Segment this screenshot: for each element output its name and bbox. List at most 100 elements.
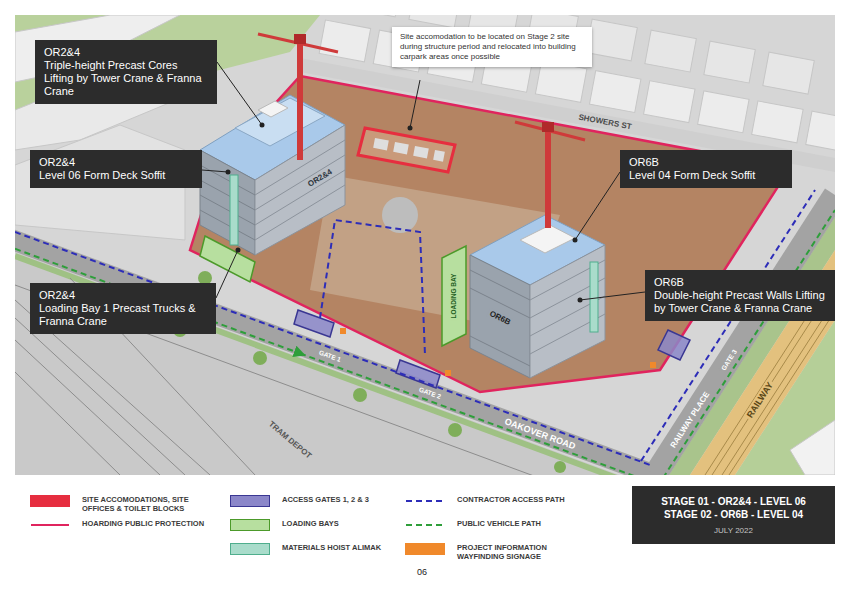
street-name: OAKOVER ROAD	[501, 415, 578, 452]
legend-item: SITE ACCOMODATIONS, SITE OFFICES & TOILE…	[30, 495, 217, 515]
tower-crane	[297, 40, 303, 160]
note-box: Site accomodation to be located on Stage…	[392, 27, 592, 67]
tree	[448, 423, 462, 437]
callout-box-text: Level 04 Form Deck Soffit	[629, 169, 783, 182]
callout-box-text: OR2&4	[39, 289, 207, 302]
legend-swatch	[230, 495, 270, 507]
public-vehicle-path	[300, 353, 640, 475]
legend-swatch	[405, 543, 445, 555]
house	[644, 81, 695, 123]
building-or6b	[530, 245, 605, 378]
legend-swatch	[30, 495, 70, 507]
tram-depot	[15, 340, 160, 475]
callout-box-text: Double-height Precast Walls Lifting by T…	[654, 289, 826, 315]
legend-text: LOADING BAYS	[282, 519, 392, 528]
callout-box: OR6BDouble-height Precast Walls Lifting …	[645, 270, 835, 321]
site-accommodation	[373, 138, 389, 150]
callout-box: OR2&4Level 06 Form Deck Soffit	[30, 150, 202, 188]
gate-label: GATE 2	[416, 385, 444, 401]
legend-text: SITE ACCOMODATIONS, SITE OFFICES & TOILE…	[82, 495, 217, 513]
legend-line-sample	[405, 495, 445, 507]
house	[806, 111, 835, 153]
wayfinding-sign	[650, 362, 656, 368]
street-name: SHOWERS ST	[576, 112, 634, 132]
legend-item: PUBLIC VEHICLE PATH	[405, 519, 577, 539]
legend-line-sample	[30, 519, 70, 531]
hoarding-line	[190, 76, 790, 392]
tree	[353, 388, 367, 402]
house	[645, 30, 696, 72]
contractor-access-path	[320, 220, 425, 355]
callout-box-text: OR2&4	[44, 46, 208, 59]
stage-box-text: JULY 2022	[640, 526, 827, 536]
leader-line	[260, 123, 265, 128]
house	[319, 20, 370, 62]
site-accommodation	[433, 150, 445, 162]
building-or24	[200, 165, 255, 240]
legend-text: HOARDING PUBLIC PROTECTION	[82, 519, 217, 528]
railway-name: RAILWAY	[744, 379, 777, 422]
site-accommodation	[358, 128, 455, 172]
loading-bay	[442, 246, 466, 346]
contractor-access-path	[15, 190, 815, 465]
callout-box-text: OR6B	[654, 276, 826, 289]
building-or6b	[470, 215, 605, 378]
legend-line	[31, 524, 69, 526]
page-number: 06	[415, 567, 429, 577]
legend-item: PROJECT INFORMATION WAYFINDING SIGNAGE	[405, 543, 577, 563]
building-or6b	[470, 270, 530, 366]
leader-line	[217, 62, 262, 125]
railway-tracks	[722, 300, 835, 475]
legend-text: PROJECT INFORMATION WAYFINDING SIGNAGE	[457, 543, 577, 561]
tree	[554, 461, 566, 473]
public-vehicle-path	[15, 249, 300, 354]
legend-line	[406, 500, 444, 502]
contractor-access-path	[15, 232, 650, 465]
gate-label: GATE 1	[316, 348, 344, 364]
leader-line	[408, 126, 413, 131]
building-name: OR6B	[486, 308, 514, 328]
access-gate	[294, 310, 690, 388]
callout-box: OR2&4Loading Bay 1 Precast Trucks & Fran…	[30, 283, 216, 334]
map	[15, 15, 835, 475]
leader-line	[216, 250, 238, 298]
site-accommodation	[413, 146, 429, 158]
tower-crane	[515, 122, 585, 140]
contractor-access-path	[641, 190, 815, 461]
street-name: RAILWAY PLACE	[668, 389, 713, 452]
legend-swatch	[230, 543, 270, 555]
leader-line	[575, 172, 620, 240]
site-accommodation	[358, 128, 455, 172]
building-or6b	[590, 262, 598, 332]
callout-box-text: Loading Bay 1 Precast Trucks & Franna Cr…	[39, 302, 207, 328]
callout-box: OR2&4Triple-height Precast Cores Lifting…	[35, 40, 217, 104]
legend-swatch	[230, 519, 270, 531]
wayfinding-sign	[340, 328, 346, 334]
leader-line	[202, 62, 645, 303]
house	[752, 101, 803, 143]
building-or24	[200, 95, 345, 255]
site-accommodation	[393, 142, 409, 154]
house	[704, 41, 755, 83]
leader-line	[573, 238, 578, 243]
tree	[253, 351, 267, 365]
leader-line	[578, 298, 583, 303]
legend-text: PUBLIC VEHICLE PATH	[457, 519, 577, 528]
building-or6b	[530, 260, 605, 354]
legend-item: MATERIALS HOIST ALIMAK	[230, 543, 392, 563]
tower-crane	[294, 34, 306, 44]
building-or24	[235, 98, 325, 146]
legend-text: CONTRACTOR ACCESS PATH	[457, 495, 577, 504]
bay-label: LOADING BAY	[450, 272, 457, 321]
tower-crane	[545, 128, 551, 228]
legend-item: LOADING BAYS	[230, 519, 392, 539]
legend-line-sample	[405, 519, 445, 531]
callout-box-text: Triple-height Precast Cores Lifting by T…	[44, 59, 208, 98]
house	[409, 15, 460, 28]
railway-tracks	[729, 311, 835, 475]
stage-box-text: STAGE 01 - OR2&4 - LEVEL 06	[640, 495, 827, 508]
leader-line	[410, 80, 420, 128]
gate-label: GATE 3	[719, 347, 740, 374]
